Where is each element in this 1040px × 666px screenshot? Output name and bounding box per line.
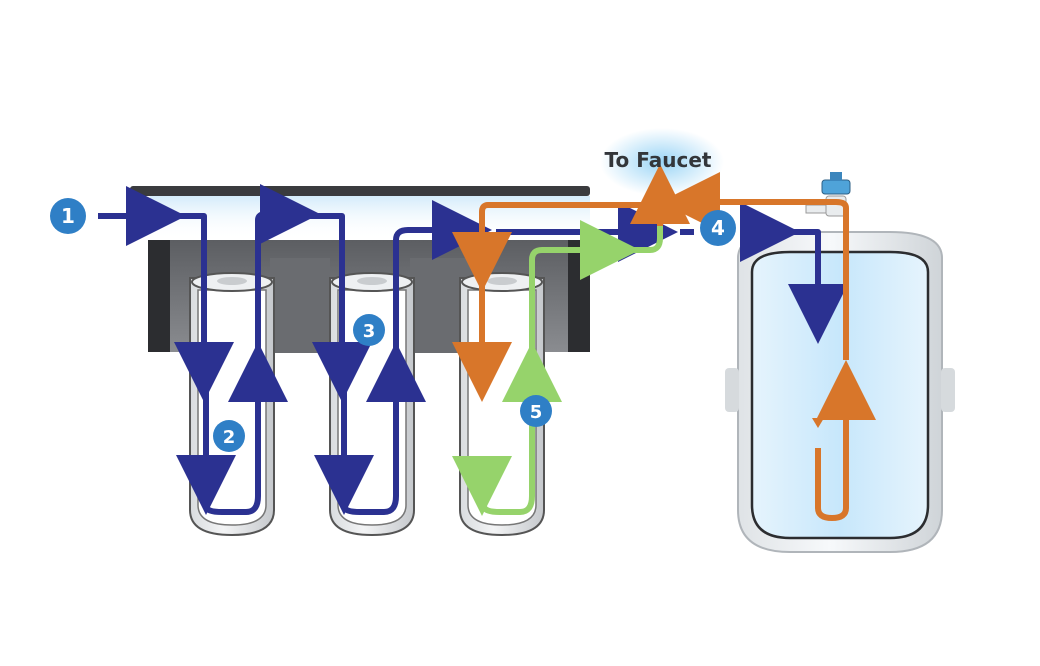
product-water-flow xyxy=(452,164,876,521)
flow-arrow-tank-out xyxy=(660,172,849,360)
flow-arrow-tank-down xyxy=(788,229,848,344)
step-marker-4: 4 xyxy=(700,210,736,246)
flow-arrow-filter2-down xyxy=(308,213,372,402)
step-marker-5: 5 xyxy=(520,395,552,427)
flow-arrow-tank-mid xyxy=(812,418,824,428)
step-marker-4-text: 4 xyxy=(711,216,725,240)
flow-arrow-filter1-down xyxy=(172,213,234,402)
to-faucet-label: To Faucet xyxy=(605,148,712,172)
flow-arrow-green-up xyxy=(481,342,562,515)
step-marker-2: 2 xyxy=(213,420,245,452)
flow-segment-green-tee xyxy=(626,226,663,253)
flow-arrow-post-filter-in xyxy=(452,202,662,292)
step-marker-3: 3 xyxy=(353,314,385,346)
flow-arrow-filter1-out xyxy=(255,184,320,352)
step-marker-1: 1 xyxy=(50,198,86,234)
bracket-right xyxy=(568,240,590,352)
bracket-left xyxy=(148,240,170,352)
step-marker-2-text: 2 xyxy=(223,427,236,448)
flow-arrow-filter2-up xyxy=(341,342,426,515)
feed-water-flow xyxy=(98,184,848,515)
flow-arrow-tank-up xyxy=(815,360,876,521)
step-marker-1-text: 1 xyxy=(61,204,75,228)
flow-arrow-green-right xyxy=(529,220,640,352)
step-marker-3-text: 3 xyxy=(363,321,376,342)
green-flow xyxy=(452,220,663,516)
flow-arrow-filter2-out xyxy=(393,200,492,352)
step-marker-5-text: 5 xyxy=(530,402,543,423)
flow-arrow-filter1-up xyxy=(203,342,288,515)
